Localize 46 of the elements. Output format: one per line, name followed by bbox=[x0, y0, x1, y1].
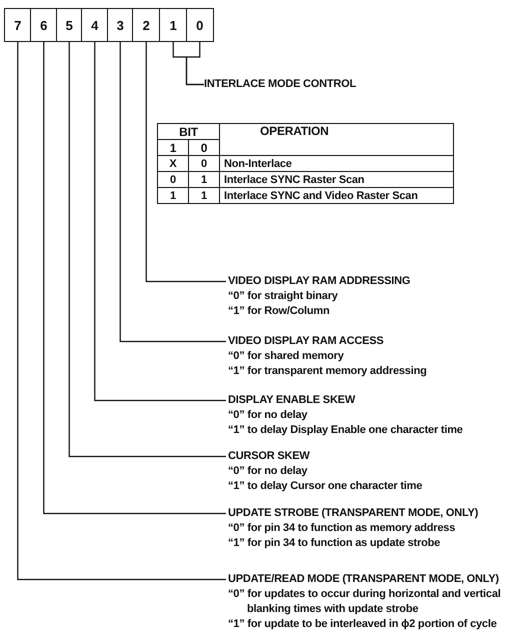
bit-value-description: “1” for Row/Column bbox=[228, 304, 331, 319]
bit-box: 5 bbox=[56, 8, 82, 42]
leader-line bbox=[68, 42, 226, 458]
table-header: OPERATION bbox=[220, 124, 454, 156]
field-heading: INTERLACE MODE CONTROL bbox=[204, 77, 358, 92]
field-heading: CURSOR SKEW bbox=[228, 449, 311, 464]
leader-line bbox=[94, 42, 226, 402]
table-cell: 1 bbox=[158, 188, 188, 204]
table-header: BIT bbox=[158, 124, 220, 140]
bit-box: 1 bbox=[159, 8, 188, 42]
table-cell: Non-Interlace bbox=[220, 156, 454, 172]
table-cell: Interlace SYNC and Video Raster Scan bbox=[220, 188, 454, 204]
leader-line bbox=[43, 42, 226, 514]
bit-box: 0 bbox=[186, 8, 214, 42]
field-heading: UPDATE STROBE (TRANSPARENT MODE, ONLY) bbox=[228, 506, 480, 521]
leader-line bbox=[186, 42, 204, 86]
table-cell: 1 bbox=[188, 172, 220, 188]
bit-box: 4 bbox=[81, 8, 108, 42]
bit-value-description: “1” to delay Display Enable one character time bbox=[228, 423, 464, 438]
table-cell: 1 bbox=[188, 188, 220, 204]
table-header: 1 bbox=[158, 140, 188, 156]
field-heading: DISPLAY ENABLE SKEW bbox=[228, 393, 356, 408]
bit-value-description: “1” to delay Cursor one character time bbox=[228, 479, 424, 494]
field-heading: VIDEO DISPLAY RAM ACCESS bbox=[228, 334, 385, 349]
field-heading: UPDATE/READ MODE (TRANSPARENT MODE, ONLY) bbox=[228, 572, 500, 587]
leader-line bbox=[146, 42, 226, 282]
table-cell: Interlace SYNC Raster Scan bbox=[220, 172, 454, 188]
bit-value-description: “1” for transparent memory addressing bbox=[228, 364, 428, 379]
bit-box: 6 bbox=[30, 8, 58, 42]
bit-value-description: “1” for update to be interleaved in ϕ2 portion of cycle bbox=[228, 617, 498, 631]
bit-box: 3 bbox=[107, 8, 134, 42]
bit-value-description: “0” for updates to occur during horizontal and vertical blanking times with update strobe bbox=[228, 587, 502, 617]
bit-value-description: “0” for straight binary bbox=[228, 289, 339, 304]
bit-box: 2 bbox=[132, 8, 160, 42]
leader-line bbox=[120, 42, 226, 342]
bit-box: 7 bbox=[4, 8, 32, 42]
leader-line bbox=[17, 42, 226, 580]
bit-value-description: “0” for no delay bbox=[228, 464, 308, 479]
table-cell: 0 bbox=[188, 156, 220, 172]
field-heading: VIDEO DISPLAY RAM ADDRESSING bbox=[228, 274, 412, 289]
bit-value-description: “1” for pin 34 to function as update strobe bbox=[228, 536, 442, 551]
bit-value-description: “0” for pin 34 to function as memory address bbox=[228, 521, 456, 536]
bit-value-description: “0” for no delay bbox=[228, 408, 308, 423]
table-cell: X bbox=[158, 156, 188, 172]
table-cell: 0 bbox=[158, 172, 188, 188]
bit-value-description: “0” for shared memory bbox=[228, 349, 345, 364]
